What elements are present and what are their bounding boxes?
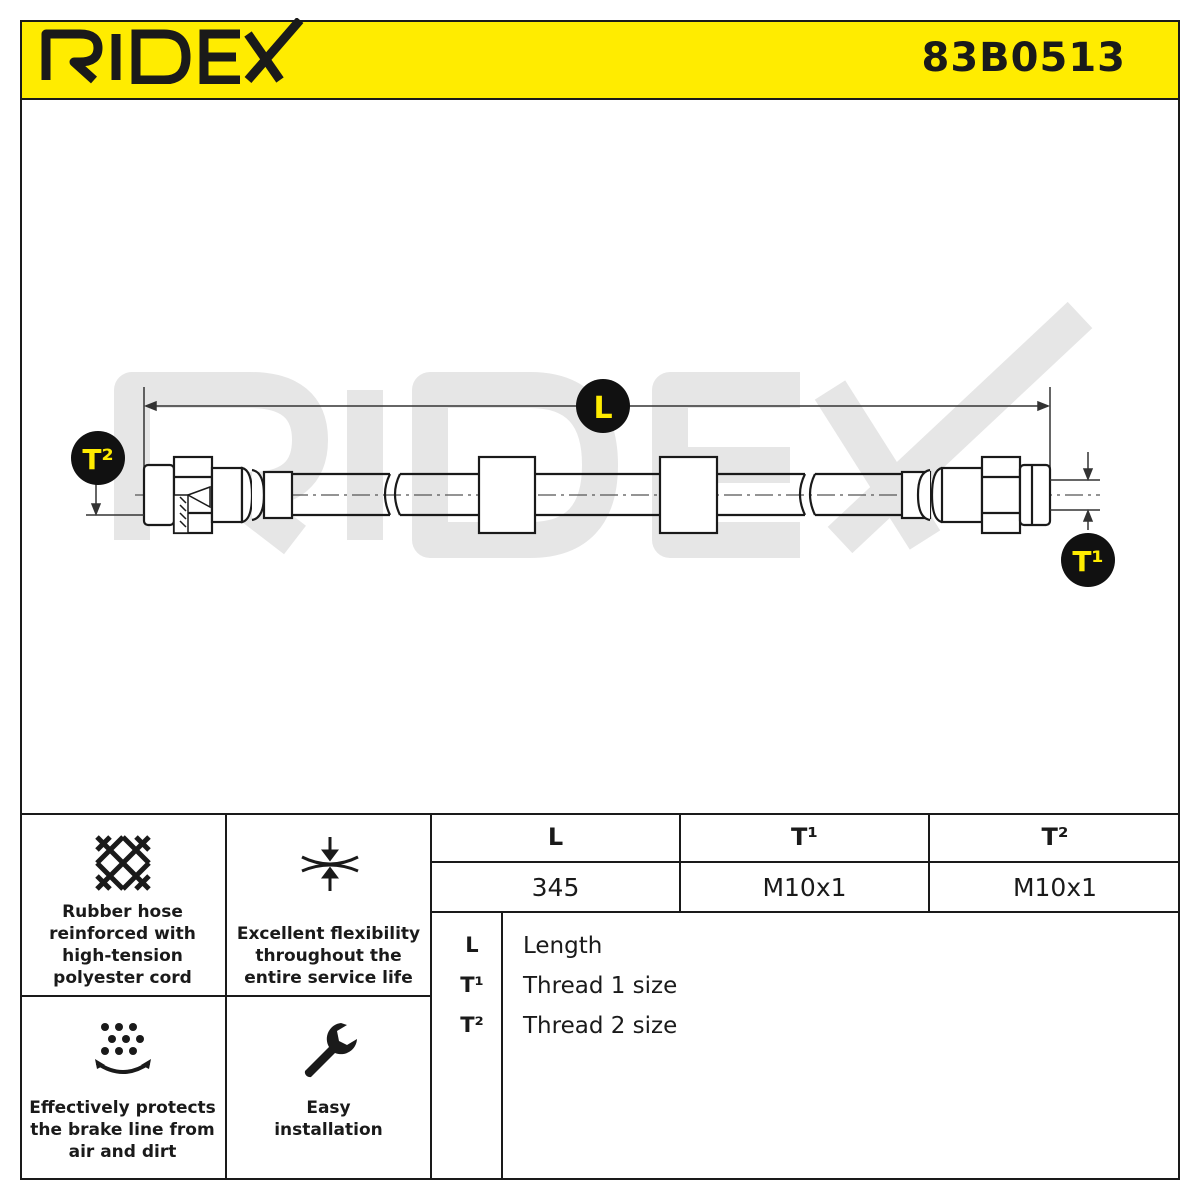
spec-value-thread1: M10x1 bbox=[681, 863, 930, 913]
legend-key-column bbox=[432, 913, 503, 1180]
wrench-icon bbox=[304, 1023, 357, 1078]
spec-value-length: 345 bbox=[432, 863, 681, 913]
legend-key-thread1: T¹ bbox=[460, 973, 484, 997]
mesh-icon bbox=[95, 835, 151, 891]
section-divider bbox=[20, 813, 1180, 815]
left-fitting bbox=[142, 455, 294, 535]
thread2-callout bbox=[71, 431, 125, 485]
length-callout-label: L bbox=[593, 391, 612, 426]
right-fitting bbox=[900, 455, 1052, 535]
legend-key-thread2: T² bbox=[460, 1013, 484, 1037]
ridex-logo bbox=[41, 18, 304, 84]
legend-desc-length: Length bbox=[523, 933, 603, 959]
thread1-dimension bbox=[1050, 452, 1100, 530]
length-callout bbox=[576, 379, 630, 433]
legend-desc-thread1: Thread 1 size bbox=[523, 973, 678, 999]
spec-value-thread2: M10x1 bbox=[930, 863, 1180, 913]
spec-header-thread2: T² bbox=[930, 813, 1180, 863]
flexibility-icon bbox=[301, 837, 359, 891]
thread1-callout bbox=[1061, 533, 1115, 587]
legend-desc-thread2: Thread 2 size bbox=[523, 1013, 678, 1039]
legend-key-length: L bbox=[465, 933, 479, 957]
protection-icon bbox=[95, 1023, 151, 1074]
part-number: 83B0513 bbox=[921, 35, 1126, 81]
brake-hose-drawing: L T² T¹ bbox=[71, 301, 1115, 587]
spec-header-thread1: T¹ bbox=[681, 813, 930, 863]
thread2-callout-label: T² bbox=[82, 443, 113, 476]
spec-header-length: L bbox=[432, 813, 681, 863]
hose-body bbox=[290, 455, 905, 535]
thread1-callout-label: T¹ bbox=[1072, 545, 1103, 578]
